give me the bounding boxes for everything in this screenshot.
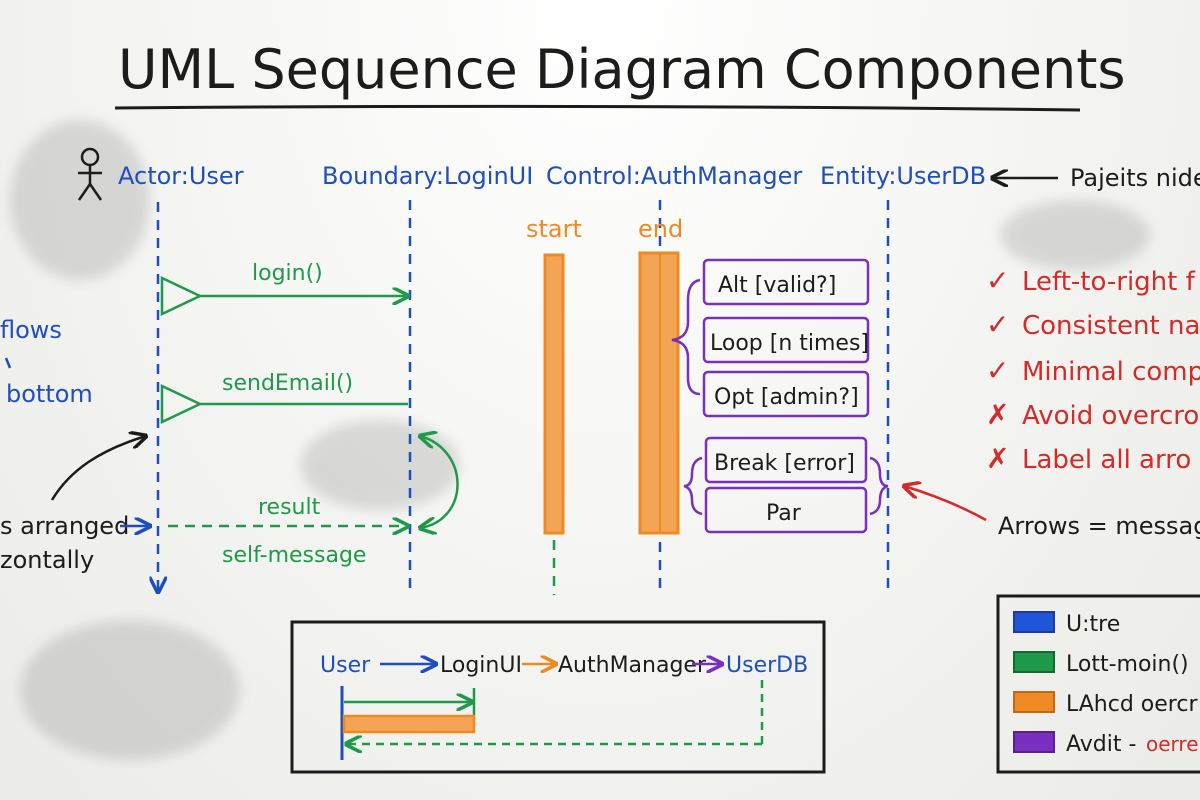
mini-activation-bar <box>342 714 476 734</box>
self-message-loop-arrow <box>420 436 459 528</box>
checklist-mark: ✓ <box>986 264 1009 297</box>
self-message-label: self-message <box>222 543 366 568</box>
fragment-alt-label: Alt [valid?] <box>718 273 836 298</box>
fragment-break: Break [error] <box>704 436 868 484</box>
checklist-mark: ✓ <box>986 354 1009 387</box>
found-message-icon <box>160 384 203 424</box>
fragment-bracket-left <box>671 278 701 396</box>
left-note-curved-arrow <box>50 436 146 501</box>
checklist-mark: ✗ <box>986 442 1009 475</box>
mini-user-label: User <box>320 653 371 678</box>
left-note-flows: flows <box>0 316 62 344</box>
fragment-alt: Alt [valid?] <box>702 258 870 306</box>
fragment-opt: Opt [admin?] <box>702 370 870 418</box>
legend-swatch-purple <box>1013 731 1055 753</box>
checklist-item: Minimal comple <box>1022 357 1200 387</box>
legend-label: U:tre <box>1066 612 1120 637</box>
legend-label: Avdit - <box>1066 732 1136 757</box>
mini-userdb-label: UserDB <box>726 653 808 678</box>
arrows-note: Arrows = messag <box>998 512 1200 540</box>
mini-authmanager-label: AuthManager <box>558 653 707 678</box>
fragment-bracket-right <box>869 456 889 516</box>
left-note-bottom: bottom <box>6 380 93 408</box>
activation-label-start: start <box>526 215 582 243</box>
top-right-note: Pajeits nide <box>1070 164 1200 192</box>
checklist-item: Left-to-right f <box>1022 267 1196 297</box>
legend-swatch-blue <box>1013 611 1055 633</box>
legend: U:tre Lott-moin() LAhcd oercr Avdit - oe… <box>996 594 1200 774</box>
lifeline-label-userdb: Entity:UserDB <box>820 162 986 190</box>
checklist-mark: ✓ <box>986 308 1009 341</box>
actor-stick-figure-icon <box>77 147 103 201</box>
legend-swatch-orange <box>1013 691 1055 713</box>
fragment-opt-label: Opt [admin?] <box>714 385 859 410</box>
fragment-par: Par <box>704 486 868 534</box>
checklist-item: Avoid overcrow <box>1022 401 1200 431</box>
checklist-item: Label all arro <box>1022 445 1191 475</box>
message-login-label: login() <box>252 261 323 286</box>
eraser-smudge <box>1000 200 1150 270</box>
found-message-icon <box>160 276 203 316</box>
lifeline-label-authmanager: Control:AuthManager <box>546 162 802 190</box>
checklist: ✓ Left-to-right f ✓ Consistent nam ✓ Min… <box>986 264 1200 475</box>
activation-bar-start <box>543 253 565 535</box>
checklist-item: Consistent nam <box>1022 311 1200 341</box>
left-note-arranged: s arranged <box>0 512 129 540</box>
legend-swatch-green <box>1013 651 1055 673</box>
mini-sequence-diagram: User LoginUI AuthManager UserDB <box>290 620 826 774</box>
left-note-tick <box>4 357 12 369</box>
mini-loginui-label: LoginUI <box>440 653 522 678</box>
lifeline-label-user: Actor:User <box>118 162 244 190</box>
return-result-label: result <box>258 495 321 520</box>
lifeline-label-loginui: Boundary:LoginUI <box>322 162 533 190</box>
left-note-horizontally: zontally <box>0 546 94 574</box>
message-sendemail-label: sendEmail() <box>222 371 353 396</box>
arrows-note-pointer <box>904 486 987 522</box>
eraser-smudge <box>20 620 240 760</box>
fragment-bracket-left-lower <box>683 456 703 516</box>
fragment-break-label: Break [error] <box>714 451 855 476</box>
fragment-loop-label: Loop [n times] <box>710 331 869 356</box>
legend-label-extra: oerre <box>1146 732 1199 756</box>
checklist-mark: ✗ <box>986 398 1009 431</box>
fragment-par-label: Par <box>766 501 802 526</box>
legend-label: Lott-moin() <box>1066 652 1189 677</box>
activation-label-end: end <box>638 215 683 243</box>
title-underline <box>114 104 1081 112</box>
legend-label: LAhcd oercr <box>1066 692 1198 717</box>
diagram-title: UML Sequence Diagram Components <box>118 38 1126 101</box>
fragment-loop: Loop [n times] <box>702 316 870 364</box>
